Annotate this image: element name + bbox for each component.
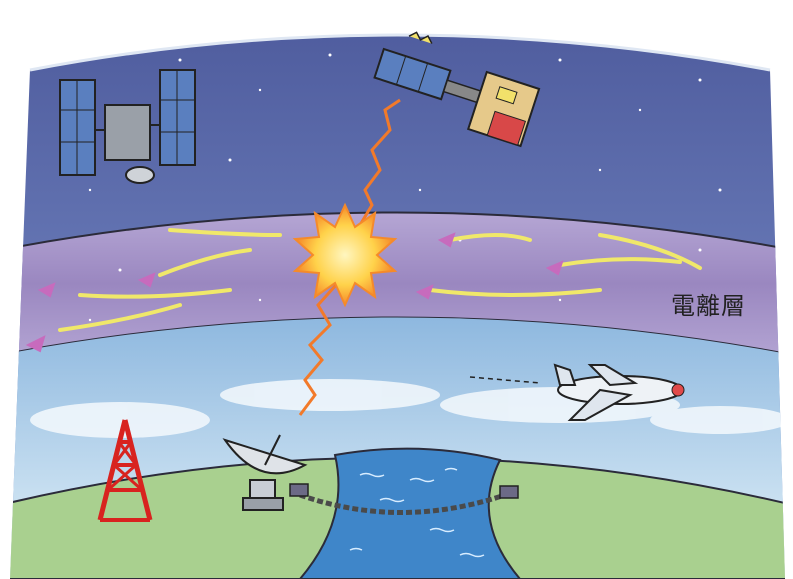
ionosphere-label: 電離層 xyxy=(671,286,746,321)
